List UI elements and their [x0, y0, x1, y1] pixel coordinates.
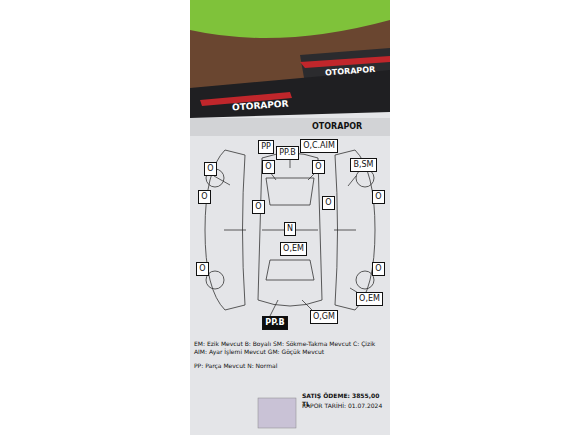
damage-code: O,C.AIM: [303, 141, 335, 151]
report-text: RAPOR TARİHİ: 01.07.2024: [302, 402, 388, 410]
damage-code: PP.B: [265, 318, 285, 328]
report-text: PP: Parça Mevcut N: Normal: [194, 362, 386, 370]
damage-code: O: [375, 192, 382, 202]
damage-code-box: O: [196, 262, 209, 276]
damage-code: O,EM: [283, 244, 304, 254]
damage-code: O: [255, 202, 262, 212]
damage-code-box: O: [252, 200, 265, 214]
damage-code-box: O: [372, 190, 385, 204]
report-paper: [190, 112, 390, 435]
damage-code: N: [287, 224, 293, 234]
damage-code-box: O: [322, 196, 335, 210]
damage-code-box: O: [204, 162, 217, 176]
car-left-side: [205, 150, 245, 310]
damage-code-box: O: [262, 160, 275, 174]
damage-code: O: [265, 162, 272, 172]
damage-code: O: [207, 164, 214, 174]
damage-code: O: [325, 198, 332, 208]
damage-code: B,SM: [353, 160, 374, 170]
damage-code-box: O: [372, 262, 385, 276]
rear-window: [266, 260, 314, 280]
damage-code-box: O,EM: [280, 242, 307, 256]
leader-lines: [214, 160, 360, 316]
damage-code-box: O,GM: [310, 310, 338, 324]
hologram-sticker: [258, 398, 296, 428]
damage-code: O: [315, 162, 322, 172]
leader-line: [348, 176, 356, 186]
damage-code-box: N: [284, 222, 296, 236]
door-line: [334, 230, 356, 231]
damage-code-box: PP.B: [262, 316, 288, 330]
leader-line: [302, 300, 312, 310]
car-right-side: [335, 150, 375, 310]
damage-code: O,GM: [313, 312, 335, 322]
damage-code: PP: [261, 142, 271, 152]
report-header: [190, 118, 390, 136]
damage-code-box: O: [312, 160, 325, 174]
damage-code-box: O,C.AIM: [300, 139, 338, 153]
report-text: OTORAPOR: [325, 64, 396, 79]
windshield: [266, 178, 314, 205]
car-drawing: [205, 150, 375, 310]
report-text: OTORAPOR: [232, 98, 303, 114]
leader-line: [290, 160, 291, 168]
damage-code-box: B,SM: [350, 158, 377, 172]
damage-code: O,EM: [359, 294, 380, 304]
leader-line: [214, 176, 230, 185]
door-line: [224, 230, 246, 231]
damage-code-box: O: [198, 190, 211, 204]
report-text: OTORAPOR: [312, 122, 382, 132]
car-top-view: [258, 153, 322, 306]
damage-code-box: O,EM: [356, 292, 383, 306]
leader-line: [270, 300, 278, 316]
damage-code-box: PP.B: [276, 146, 299, 160]
damage-code: O: [375, 264, 382, 274]
damage-code: PP.B: [279, 148, 296, 158]
damage-code: O: [201, 192, 208, 202]
report-text: EM: Ezik Mevcut B: Boyalı SM: Sökme-Takm…: [194, 340, 386, 356]
damage-code-box: PP: [258, 140, 274, 154]
damage-code: O: [199, 264, 206, 274]
